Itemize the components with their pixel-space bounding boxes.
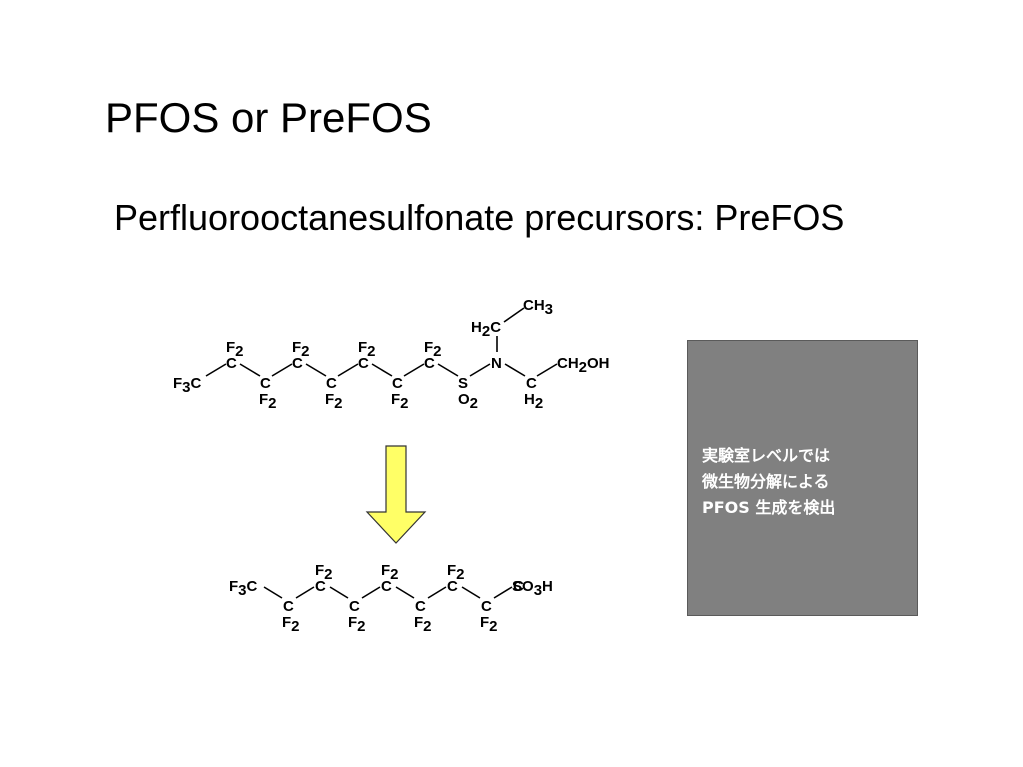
product-f2-lower-4: F2 bbox=[480, 614, 498, 635]
product-f2-lower-3: F2 bbox=[414, 614, 432, 635]
precursor-c6: C bbox=[392, 375, 403, 392]
product-c4: C bbox=[349, 598, 360, 615]
product-f2-upper-3: F2 bbox=[447, 562, 465, 583]
precursor-f2-upper-1: F2 bbox=[226, 339, 244, 360]
precursor-hydroxyethyl-end: CH2OH bbox=[557, 355, 610, 376]
precursor-nitrogen: N bbox=[491, 355, 502, 372]
precursor-cf3: F3C bbox=[173, 375, 202, 396]
note-line-1: 実験室レベルでは bbox=[702, 446, 831, 465]
product-c8: C bbox=[481, 598, 492, 615]
precursor-c3: C bbox=[292, 355, 303, 372]
note-line-2: 微生物分解による bbox=[702, 472, 830, 491]
precursor-f2-lower-1: F2 bbox=[259, 391, 277, 412]
precursor-c1: C bbox=[226, 355, 237, 372]
product-c5: C bbox=[447, 578, 458, 595]
product-c1: C bbox=[315, 578, 326, 595]
product-c7: C bbox=[513, 578, 524, 595]
precursor-structure: F3C C C C C F2 F2 F2 F2 C C C F2 F2 F2 S… bbox=[173, 297, 610, 412]
precursor-c7: C bbox=[424, 355, 435, 372]
product-structure: F3C C C C C F2 F2 F2 C C C C F2 F2 F2 F2… bbox=[229, 562, 553, 635]
precursor-ethyl-ch3: CH3 bbox=[523, 297, 553, 318]
product-f2-lower-2: F2 bbox=[348, 614, 366, 635]
product-cf3: F3C bbox=[229, 578, 258, 599]
precursor-sulfur-o2: O2 bbox=[458, 391, 478, 412]
precursor-sulfur: S bbox=[458, 375, 468, 392]
precursor-c5: C bbox=[358, 355, 369, 372]
product-c3: C bbox=[381, 578, 392, 595]
precursor-c2: C bbox=[260, 375, 271, 392]
slide-subtitle: Perfluorooctanesulfonate precursors: Pre… bbox=[114, 197, 845, 238]
precursor-f2-upper-2: F2 bbox=[292, 339, 310, 360]
slide-title: PFOS or PreFOS bbox=[105, 94, 432, 141]
precursor-f2-upper-3: F2 bbox=[358, 339, 376, 360]
product-c6: C bbox=[415, 598, 426, 615]
product-f2-lower-1: F2 bbox=[282, 614, 300, 635]
product-c2: C bbox=[283, 598, 294, 615]
note-text: 実験室レベルでは 微生物分解による PFOS 生成を検出 bbox=[702, 443, 835, 521]
precursor-f2-lower-3: F2 bbox=[391, 391, 409, 412]
reaction-arrow bbox=[365, 445, 427, 544]
precursor-ethyl-ch2: H2C bbox=[471, 319, 501, 340]
note-box: 実験室レベルでは 微生物分解による PFOS 生成を検出 bbox=[687, 340, 918, 616]
product-f2-upper-2: F2 bbox=[381, 562, 399, 583]
precursor-f2-upper-4: F2 bbox=[424, 339, 442, 360]
precursor-f2-lower-2: F2 bbox=[325, 391, 343, 412]
precursor-c4: C bbox=[326, 375, 337, 392]
product-so3h: SO3H bbox=[512, 578, 553, 599]
note-line-3: PFOS 生成を検出 bbox=[702, 498, 836, 517]
precursor-hydroxyethyl-c: C bbox=[526, 375, 537, 392]
product-f2-upper-1: F2 bbox=[315, 562, 333, 583]
precursor-hydroxyethyl-h2: H2 bbox=[524, 391, 543, 412]
